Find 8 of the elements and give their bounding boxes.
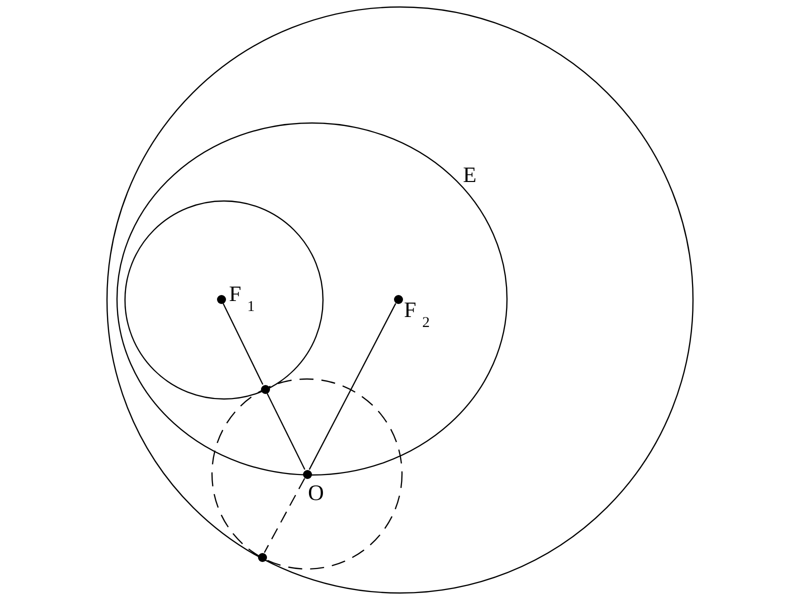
line-segment [308, 303, 396, 470]
line-segment [266, 393, 306, 470]
dashed-line-segment [264, 478, 306, 553]
point-label: F$_{1}$ [229, 283, 255, 317]
curve-label: E [463, 164, 476, 186]
line-segment [222, 303, 264, 385]
point-label: F$_{2}$ [404, 299, 430, 333]
point-label: O [308, 482, 324, 504]
